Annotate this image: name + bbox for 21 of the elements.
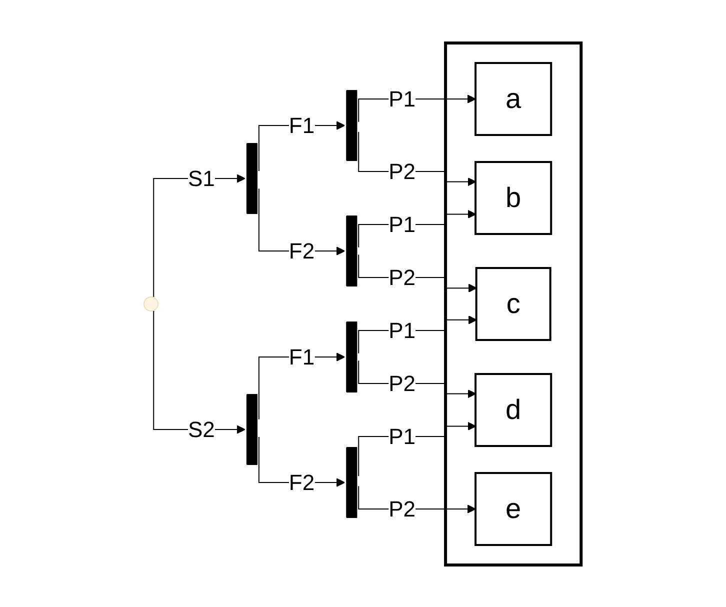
edge-label: P2 [389,158,416,184]
node-box: b [474,160,553,234]
node-box: a [474,62,553,136]
node-box: e [474,472,553,546]
node-circle [144,296,159,311]
node-box: c [476,266,552,340]
edge-label: P1 [389,86,416,111]
cluster [444,41,584,566]
edge-label: P1 [389,318,416,342]
edge-label: P1 [389,212,416,236]
edge-label: F2 [289,238,316,263]
edge-label: F1 [289,112,316,138]
node-box: d [474,372,553,446]
edge-label: P2 [389,496,416,521]
edge-label: F2 [289,470,316,494]
edge-label: S2 [188,416,216,442]
edge-label: F1 [289,344,316,369]
edge-label: S1 [188,166,216,190]
edge-label: P1 [389,424,416,448]
edge-label: P2 [389,264,416,290]
edge-label: P2 [389,370,416,396]
